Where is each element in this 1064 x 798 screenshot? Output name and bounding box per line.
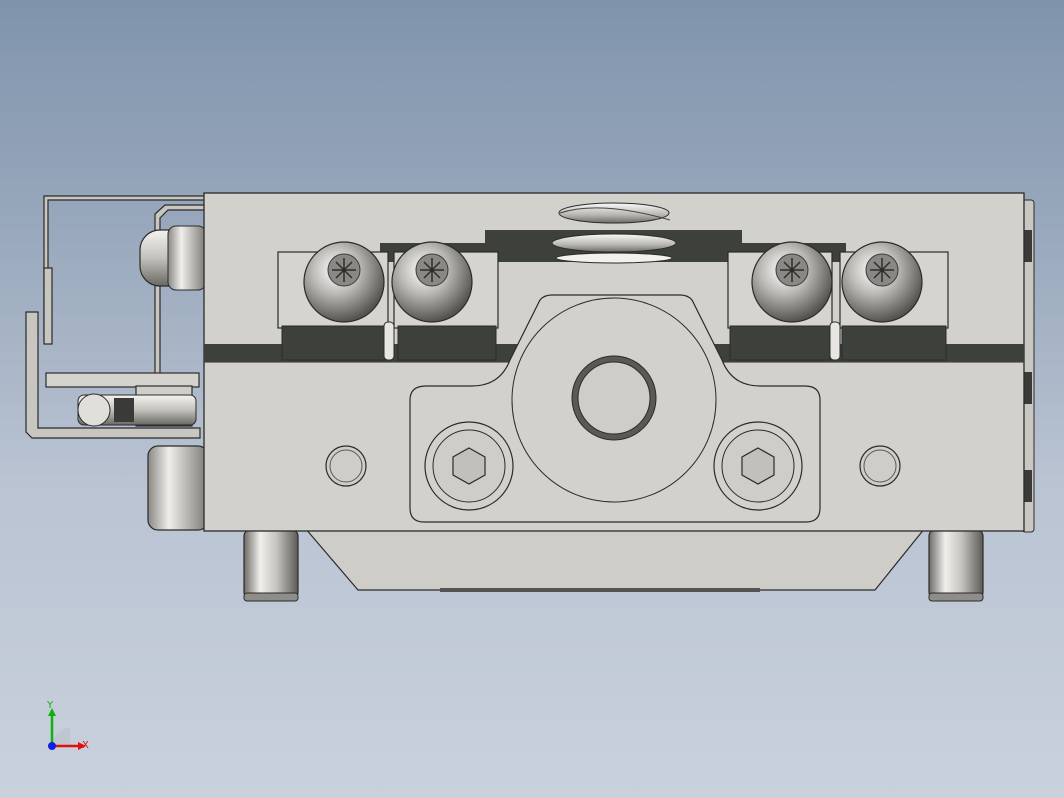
x-arrow-icon [78, 742, 86, 750]
screw-3[interactable] [751, 241, 833, 323]
screw-4[interactable] [841, 241, 923, 323]
side-cylinder-upper[interactable] [139, 225, 207, 291]
hole-right[interactable] [859, 445, 901, 487]
screw-1[interactable] [303, 241, 385, 323]
y-arrow-icon [48, 708, 56, 716]
socket-head-right[interactable] [713, 421, 803, 511]
triad-xy-plane [52, 728, 70, 746]
spring[interactable] [551, 202, 677, 264]
orientation-triad[interactable]: X Y [46, 700, 89, 751]
hole-left[interactable] [325, 445, 367, 487]
base-plate[interactable] [303, 527, 927, 592]
guide-pin-right[interactable] [928, 529, 984, 602]
triad-y-label: Y [46, 700, 54, 711]
center-bore[interactable] [571, 355, 657, 441]
guide-pin-left[interactable] [243, 529, 299, 602]
z-axis-dot [48, 742, 56, 750]
side-cylinder-lower[interactable] [147, 445, 209, 531]
triad-x-label: X [82, 740, 89, 751]
screw-2[interactable] [391, 241, 473, 323]
socket-head-left[interactable] [424, 421, 514, 511]
roller-rod[interactable] [77, 393, 197, 427]
